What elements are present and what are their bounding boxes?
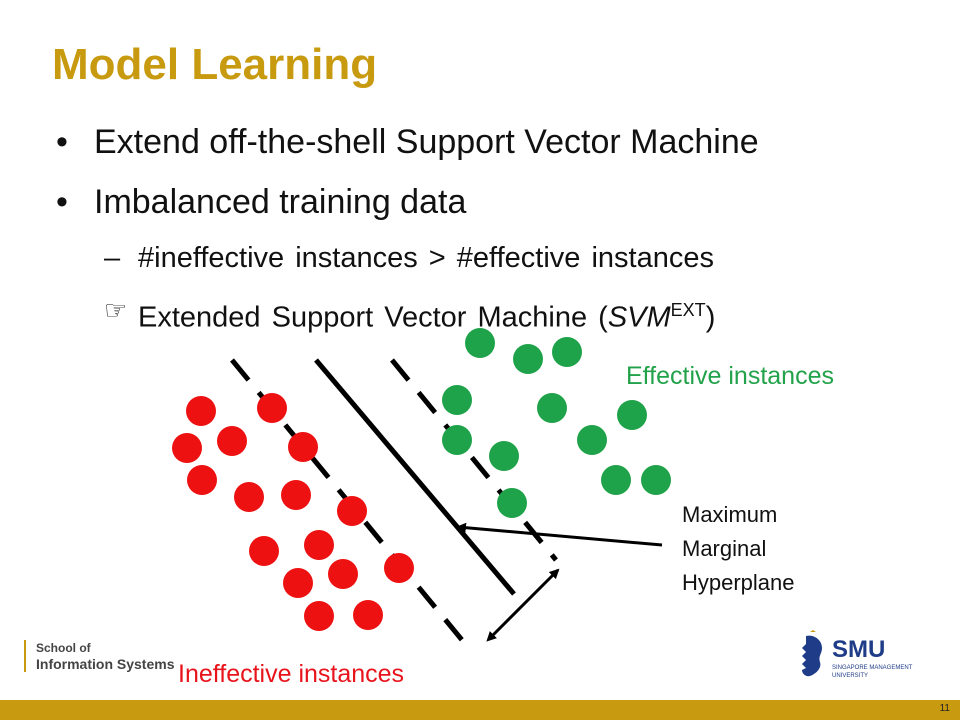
school-logo-line: School of (36, 641, 91, 655)
effective-point (442, 425, 472, 455)
sub-bullet-text: Extended Support Vector Machine (SVMEXT) (138, 284, 715, 344)
effective-instances-label: Effective instances (626, 362, 834, 390)
hyperplane-pointer-arrow (456, 522, 663, 547)
ineffective-point (304, 601, 334, 631)
ineffective-point (234, 482, 264, 512)
bullet-item: • Imbalanced training data (56, 172, 936, 232)
page-number: 11 (939, 703, 950, 714)
smu-wordmark: SMU (832, 636, 886, 663)
hyperplane-label-line: Hyperplane (682, 570, 795, 595)
ineffective-point (353, 600, 383, 630)
sub-bullet-item: – #ineffective instances > #effective in… (56, 232, 936, 284)
ext-superscript: EXT (670, 300, 706, 320)
svm-italic: SVM (607, 301, 671, 334)
sub-bullet-text: #ineffective instances > #effective inst… (138, 242, 714, 274)
hyperplane-label-line: Marginal (682, 536, 767, 561)
effective-points (442, 328, 671, 518)
effective-point (497, 488, 527, 518)
bullet-text: Extend off-the-shell Support Vector Mach… (94, 123, 759, 161)
slide-title: Model Learning (52, 40, 378, 89)
sub-bullet-item: ☞ Extended Support Vector Machine (SVMEX… (56, 284, 936, 336)
right-margin-line (390, 358, 558, 562)
effective-point (577, 425, 607, 455)
pointing-hand-icon: ☞ (104, 295, 128, 325)
effective-point (601, 465, 631, 495)
hyperplane-line (314, 358, 516, 596)
smu-subtext: SINGAPORE MANAGEMENT UNIVERSITY (832, 665, 913, 679)
school-logo-line: Information Systems (36, 656, 175, 672)
ineffective-point (288, 432, 318, 462)
ineffective-point (257, 393, 287, 423)
effective-point (489, 441, 519, 471)
ineffective-points (172, 393, 414, 631)
ineffective-point (172, 433, 202, 463)
ineffective-point (328, 559, 358, 589)
smu-logo: SMU SINGAPORE MANAGEMENT UNIVERSITY (796, 628, 926, 688)
ineffective-point (217, 426, 247, 456)
text-suffix: ) (705, 301, 716, 334)
bullet-text: Imbalanced training data (94, 183, 467, 221)
ineffective-point (304, 530, 334, 560)
bullet-item: • Extend off-the-shell Support Vector Ma… (56, 112, 936, 172)
ineffective-point (186, 396, 216, 426)
bullet-marker: • (56, 183, 68, 221)
effective-point (442, 385, 472, 415)
effective-point (537, 393, 567, 423)
ineffective-point (187, 465, 217, 495)
text-prefix: Extended Support Vector Machine ( (138, 301, 608, 334)
effective-point (617, 400, 647, 430)
ineffective-point (249, 536, 279, 566)
margin-width-arrow (486, 568, 560, 642)
hyperplane-label-line: Maximum (682, 502, 778, 527)
effective-point (641, 465, 671, 495)
dash-marker: – (104, 242, 121, 274)
hyperplane-label: Maximum Marginal Hyperplane (682, 498, 795, 600)
footer-bar (0, 700, 960, 720)
ineffective-point (283, 568, 313, 598)
ineffective-point (337, 496, 367, 526)
effective-point (552, 337, 582, 367)
lion-head-icon (802, 630, 822, 677)
ineffective-instances-label: Ineffective instances (178, 660, 405, 688)
ineffective-point (384, 553, 414, 583)
bullet-marker: • (56, 123, 68, 161)
bullet-list: • Extend off-the-shell Support Vector Ma… (56, 112, 936, 336)
school-logo: School of Information Systems (24, 640, 174, 672)
effective-point (513, 344, 543, 374)
ineffective-point (281, 480, 311, 510)
effective-point (465, 328, 495, 358)
